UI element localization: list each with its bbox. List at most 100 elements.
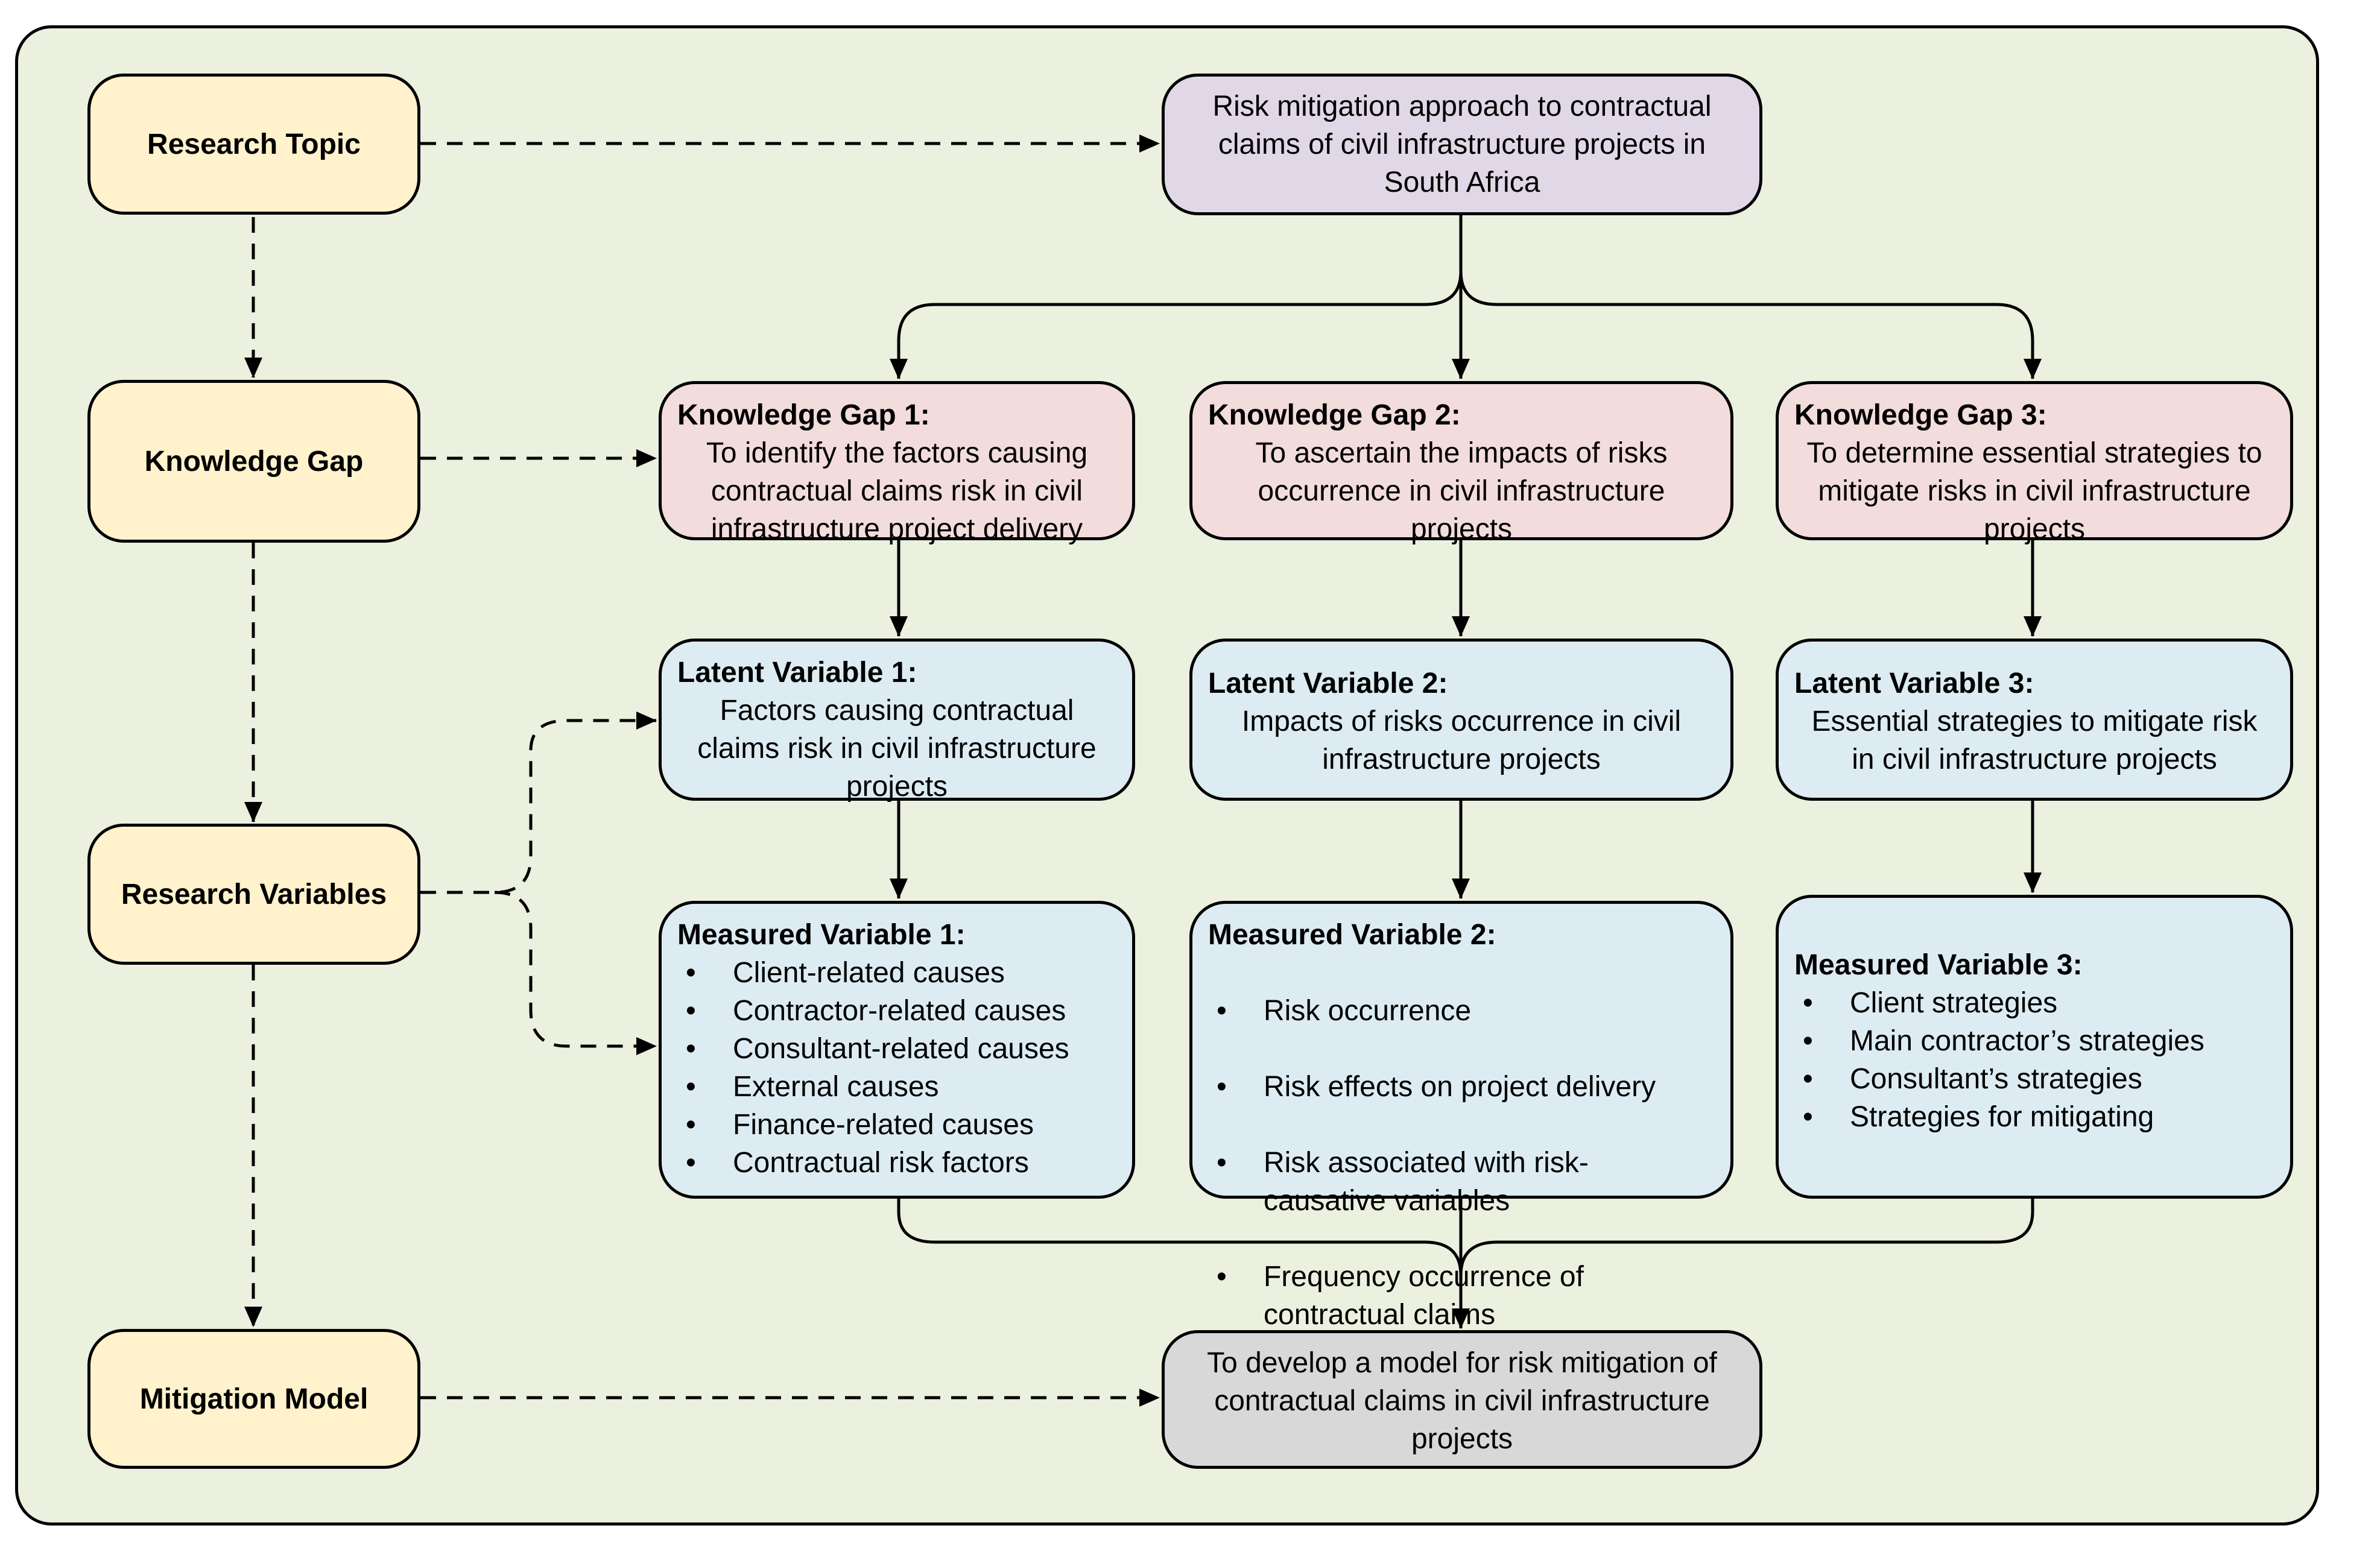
bullet-icon: •: [686, 1071, 696, 1103]
research-topic-label: Research Topic: [147, 128, 361, 160]
list-item-text: Contractor-related causes: [733, 995, 1066, 1027]
latent-variable-2-title: Latent Variable 2:: [1208, 667, 1448, 699]
list-item-text: Client strategies: [1850, 987, 2058, 1019]
latent-variable-2-box: Latent Variable 2: Impacts of risks occu…: [1189, 639, 1733, 801]
brace-variables-lower: [494, 891, 657, 1055]
measured-variable-2-list: •Risk occurrence • Risk effects on projec…: [1208, 954, 1715, 1372]
knowledge-gap-3-line: mitigate risks in civil infrastructure: [1818, 475, 2251, 507]
bullet-icon: •: [1803, 1063, 1813, 1095]
measured-variable-3-list: • Client strategies • Main contractor’s st…: [1794, 984, 2274, 1136]
measured-variable-1-box: Measured Variable 1: • Client-related cau…: [659, 901, 1135, 1199]
knowledge-gap-3-line: To determine essential strategies to: [1806, 437, 2262, 469]
latent-variable-1-line: Factors causing contractual: [720, 695, 1074, 727]
list-item-text: Risk associated with risk- causative var…: [1264, 1147, 1589, 1217]
topic-line: Risk mitigation approach to contractual: [1212, 90, 1712, 122]
list-item-text: Strategies for mitigating: [1850, 1101, 2154, 1133]
latent-variable-3-box: Latent Variable 3: Essential strategies …: [1776, 639, 2293, 801]
mitigation-model-box: Mitigation Model: [87, 1329, 420, 1469]
research-topic-statement-box: Risk mitigation approach to contractual …: [1162, 74, 1762, 215]
bullet-icon: •: [1217, 1261, 1227, 1293]
mitigation-model-statement-box: To develop a model for risk mitigation o…: [1162, 1330, 1762, 1469]
list-item: •Risk occurrence: [1208, 992, 1715, 1030]
knowledge-gap-1-line: infrastructure project delivery: [711, 513, 1083, 545]
knowledge-gap-2-title: Knowledge Gap 2:: [1208, 399, 1461, 431]
bullet-icon: •: [686, 1147, 696, 1179]
bullet-icon: •: [1217, 1071, 1227, 1103]
latent-variable-3-line: in civil infrastructure projects: [1852, 743, 2217, 775]
arrow-topic-to-gap3: [1459, 271, 2042, 379]
list-item: • Main contractor’s strategies: [1794, 1022, 2274, 1060]
measured-variable-2-box: Measured Variable 2: •Risk occurrence • R…: [1189, 901, 1733, 1331]
latent-variable-1-title: Latent Variable 1:: [677, 657, 917, 689]
knowledge-gap-3-line: projects: [1983, 513, 2086, 545]
merge-measured3: [1459, 1199, 2034, 1276]
knowledge-gap-1-box: Knowledge Gap 1: To identify the factors…: [659, 381, 1135, 545]
bullet-icon: •: [1217, 1147, 1227, 1179]
latent-variable-3-title: Latent Variable 3:: [1794, 667, 2034, 699]
list-item: • External causes: [677, 1068, 1116, 1106]
knowledge-gap-2-box: Knowledge Gap 2: To ascertain the impact…: [1189, 381, 1733, 545]
knowledge-gap-1-line: contractual claims risk in civil: [711, 475, 1083, 507]
latent-variable-1-line: projects: [846, 771, 948, 803]
model-line: To develop a model for risk mitigation o…: [1207, 1347, 1717, 1379]
list-item: • Finance-related causes: [677, 1106, 1116, 1144]
model-line: projects: [1411, 1423, 1513, 1455]
knowledge-gap-label: Knowledge Gap: [144, 445, 364, 478]
latent-variable-1-line: claims risk in civil infrastructure: [697, 733, 1097, 765]
research-topic-box: Research Topic: [87, 74, 420, 215]
knowledge-gap-1-title: Knowledge Gap 1:: [677, 399, 930, 431]
list-item-text: Main contractor’s strategies: [1850, 1025, 2204, 1057]
knowledge-gap-2-line: occurrence in civil infrastructure: [1258, 475, 1665, 507]
list-item: • Consultant’s strategies: [1794, 1060, 2274, 1098]
latent-variable-2-line: infrastructure projects: [1322, 743, 1601, 775]
list-item: • Strategies for mitigating: [1794, 1098, 2274, 1136]
bullet-icon: •: [686, 995, 696, 1027]
measured-variable-1-list: • Client-related causes • Contractor-relat…: [677, 954, 1116, 1182]
bullet-icon: •: [686, 1033, 696, 1065]
list-item-text: Finance-related causes: [733, 1109, 1034, 1141]
list-item-text: Consultant’s strategies: [1850, 1063, 2142, 1095]
list-item-text: Client-related causes: [733, 957, 1005, 989]
list-item: • Risk effects on project delivery: [1208, 1068, 1715, 1106]
list-item: • Frequency occurrence of contractual cla…: [1208, 1258, 1715, 1334]
list-item-text: Contractual risk factors: [733, 1147, 1029, 1179]
knowledge-gap-box: Knowledge Gap: [87, 380, 420, 543]
bullet-icon: •: [686, 1109, 696, 1141]
mitigation-model-label: Mitigation Model: [139, 1383, 369, 1415]
knowledge-gap-2-line: projects: [1410, 513, 1513, 545]
topic-line: claims of civil infrastructure projects …: [1218, 128, 1706, 160]
research-variables-box: Research Variables: [87, 824, 420, 965]
brace-variables: [420, 711, 657, 894]
research-variables-label: Research Variables: [121, 878, 387, 910]
list-item-text: Risk effects on project delivery: [1264, 1071, 1656, 1103]
merge-measured1: [897, 1199, 1463, 1276]
list-item-text: Consultant-related causes: [733, 1033, 1069, 1065]
knowledge-gap-3-title: Knowledge Gap 3:: [1794, 399, 2047, 431]
bullet-icon: •: [1803, 1025, 1813, 1057]
measured-variable-2-title: Measured Variable 2:: [1208, 919, 1496, 951]
model-line: contractual claims in civil infrastructu…: [1214, 1385, 1710, 1417]
latent-variable-1-box: Latent Variable 1: Factors causing contr…: [659, 639, 1135, 803]
measured-variable-3-title: Measured Variable 3:: [1794, 949, 2083, 981]
list-item: • Client strategies: [1794, 984, 2274, 1022]
list-item-text: Frequency occurrence of contractual clai…: [1264, 1261, 1584, 1331]
measured-variable-3-box: Measured Variable 3: • Client strategies …: [1776, 895, 2293, 1199]
topic-line: South Africa: [1384, 166, 1540, 198]
bullet-icon: •: [686, 957, 696, 989]
list-item: • Client-related causes: [677, 954, 1116, 992]
latent-variable-3-line: Essential strategies to mitigate risk: [1811, 705, 2258, 737]
measured-variable-1-title: Measured Variable 1:: [677, 919, 966, 951]
list-item: • Contractor-related causes: [677, 992, 1116, 1030]
knowledge-gap-3-box: Knowledge Gap 3: To determine essential …: [1776, 381, 2293, 545]
arrow-topic-to-gap1: [890, 271, 1463, 379]
list-item-text: External causes: [733, 1071, 939, 1103]
list-item: • Contractual risk factors: [677, 1144, 1116, 1182]
latent-variable-2-line: Impacts of risks occurrence in civil: [1241, 705, 1682, 737]
bullet-icon: •: [1217, 995, 1227, 1027]
bullet-icon: •: [1803, 1101, 1813, 1133]
knowledge-gap-2-line: To ascertain the impacts of risks: [1255, 437, 1668, 469]
bullet-icon: •: [1803, 987, 1813, 1019]
knowledge-gap-1-line: To identify the factors causing: [706, 437, 1088, 469]
list-item: • Consultant-related causes: [677, 1030, 1116, 1068]
